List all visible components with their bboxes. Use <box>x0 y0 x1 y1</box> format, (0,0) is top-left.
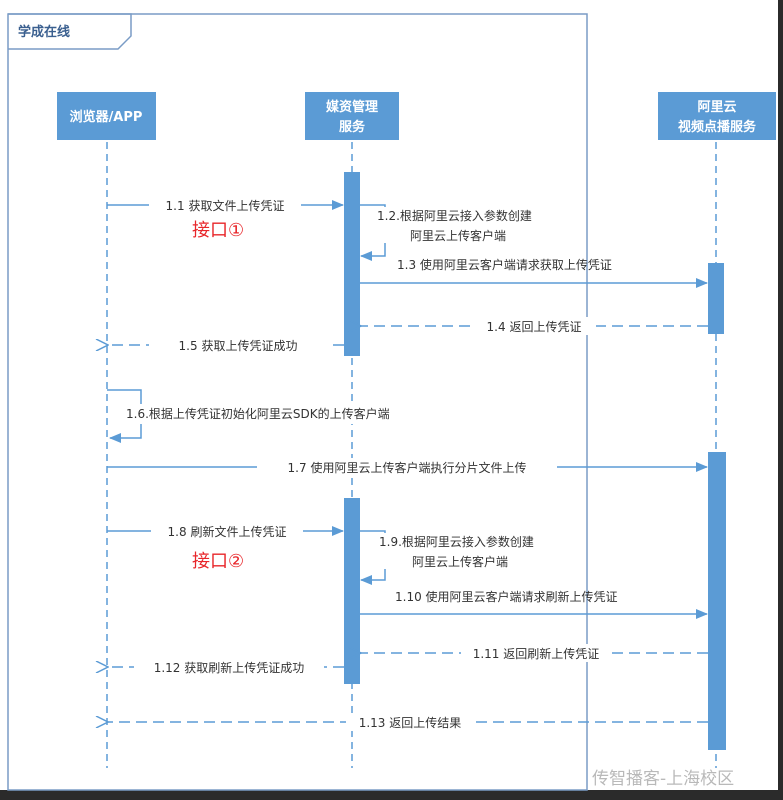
frame-title: 学成在线 <box>18 24 70 40</box>
message-1-3-label: 1.3 使用阿里云客户端请求获取上传凭证 <box>397 257 612 272</box>
message-1-9-label-line2: 阿里云上传客户端 <box>412 554 508 569</box>
message-1-2-label-line1: 1.2.根据阿里云接入参数创建 <box>377 208 532 223</box>
message-1-4-label: 1.4 返回上传凭证 <box>487 319 582 334</box>
activation-aliyun-2 <box>708 452 726 750</box>
label-bg-1-2 <box>374 207 572 243</box>
label-bg-1-6 <box>123 404 453 424</box>
activation-media-2 <box>344 498 360 684</box>
message-1-8-label: 1.8 刷新文件上传凭证 <box>168 524 287 539</box>
message-1-1-label: 1.1 获取文件上传凭证 <box>166 198 285 213</box>
label-bg-1-11 <box>461 644 611 662</box>
message-1-10-label: 1.10 使用阿里云客户端请求刷新上传凭证 <box>395 589 618 604</box>
message-1-5-label: 1.5 获取上传凭证成功 <box>179 338 298 353</box>
interface-1-label: 接口① <box>192 220 244 241</box>
message-1-6-label: 1.6.根据上传凭证初始化阿里云SDK的上传客户端 <box>126 406 390 421</box>
frame-tab <box>8 13 132 50</box>
activation-media-1 <box>344 172 360 356</box>
label-bg-1-7 <box>257 458 557 476</box>
message-1-13-label: 1.13 返回上传结果 <box>359 715 462 730</box>
participant-aliyun-box <box>658 92 776 140</box>
participant-aliyun-label-line1: 阿里云 <box>697 100 736 115</box>
participant-browser-box <box>57 92 156 140</box>
label-bg-1-13 <box>346 713 474 731</box>
message-1-9-label-line1: 1.9.根据阿里云接入参数创建 <box>379 534 534 549</box>
label-bg-1-9 <box>376 533 574 569</box>
participant-aliyun-label-line2: 视频点播服务 <box>678 119 757 135</box>
frame-border <box>7 13 588 791</box>
participant-media-box <box>305 92 399 140</box>
label-bg-1-5 <box>149 336 327 354</box>
participant-media-label-line1: 媒资管理 <box>326 99 378 115</box>
message-1-2-label-line2: 阿里云上传客户端 <box>410 228 506 243</box>
label-bg-1-8 <box>151 522 303 540</box>
label-bg-1-1 <box>149 196 301 214</box>
message-1-12-label: 1.12 获取刷新上传凭证成功 <box>154 660 305 675</box>
participant-media-label-line2: 服务 <box>339 119 366 135</box>
message-1-7-label: 1.7 使用阿里云上传客户端执行分片文件上传 <box>288 460 527 475</box>
participant-browser-label: 浏览器/APP <box>70 109 143 125</box>
activation-aliyun-1 <box>708 263 724 334</box>
label-bg-1-4 <box>472 317 596 335</box>
label-bg-1-12 <box>134 658 324 676</box>
message-1-11-label: 1.11 返回刷新上传凭证 <box>473 646 600 661</box>
interface-2-label: 接口② <box>192 551 244 572</box>
watermark: 传智播客-上海校区 <box>592 769 734 789</box>
